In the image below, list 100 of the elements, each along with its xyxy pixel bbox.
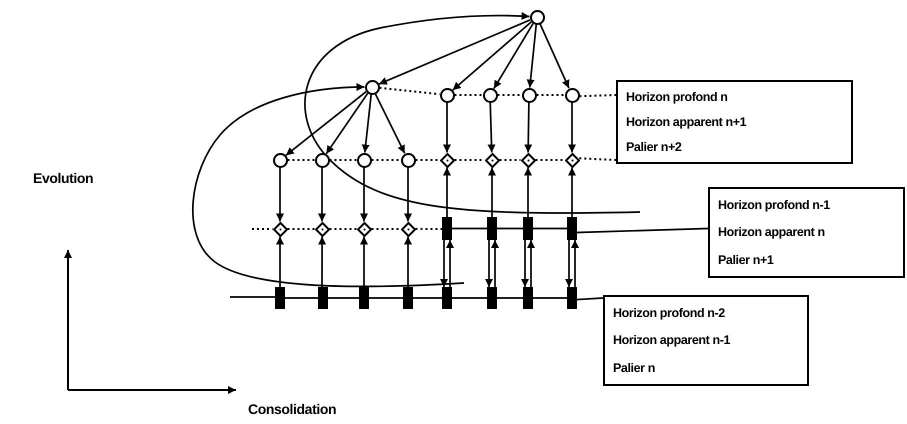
label-box [708, 187, 905, 278]
diamond-node [356, 222, 372, 236]
arrow [362, 94, 372, 153]
connector-line [576, 297, 604, 300]
arrow [568, 168, 576, 217]
bar-marker [442, 287, 452, 309]
arrow [318, 236, 326, 287]
bar-marker [442, 217, 452, 240]
arrow [304, 12, 640, 214]
diamond-node [314, 222, 330, 236]
bar-marker [487, 217, 497, 240]
bar-marker [403, 287, 413, 309]
arrow [443, 102, 451, 152]
connector-line [372, 228, 400, 230]
connector-line [497, 297, 523, 299]
arrow [527, 240, 535, 287]
label-text: Palier n [613, 361, 655, 376]
connector-line [452, 297, 487, 299]
connector-line [576, 228, 708, 234]
bar-marker [359, 287, 369, 309]
circle-node [356, 152, 372, 168]
circle-node [564, 88, 580, 102]
arrow [491, 240, 499, 287]
diamond-node [440, 152, 454, 168]
connector-line [285, 297, 318, 299]
label-text: Horizon profond n [626, 90, 728, 104]
connector-line [579, 94, 616, 98]
bar-marker [523, 217, 533, 240]
diamond-node [272, 222, 288, 236]
arrow [374, 93, 406, 154]
circle-node [482, 88, 498, 102]
label-text: Palier n+2 [626, 140, 682, 154]
label-box [603, 295, 809, 386]
arrow [524, 168, 532, 217]
connector-line [579, 157, 616, 161]
connector-line [416, 228, 442, 230]
arrow [360, 236, 368, 287]
connector-line [497, 228, 523, 230]
circle-node [272, 152, 288, 168]
connector-line [454, 94, 482, 96]
arrow [443, 168, 451, 217]
connector-line [536, 159, 564, 161]
arrow [526, 24, 538, 88]
circle-node [522, 88, 536, 102]
arrow [404, 236, 412, 287]
arrow [568, 102, 576, 152]
arrow [276, 168, 284, 222]
arrow [378, 19, 530, 85]
connector-line [328, 297, 359, 299]
circle-node [530, 10, 544, 24]
label-text: Horizon apparent n+1 [626, 114, 746, 129]
circle-node [314, 152, 330, 168]
arrow [192, 83, 464, 288]
circle-node [400, 152, 416, 168]
axis-label: Evolution [33, 170, 94, 186]
arrow [571, 240, 579, 287]
arrow [404, 168, 412, 222]
connector-line [230, 296, 275, 298]
bar-marker [523, 287, 533, 309]
connector-line [330, 228, 356, 230]
connector-line [413, 297, 442, 299]
arrow [488, 102, 496, 153]
diamond-node [400, 222, 416, 236]
arrow [524, 102, 532, 153]
connector-line [288, 159, 314, 161]
connector-line [452, 228, 487, 230]
connector-line [498, 94, 522, 96]
connector-line [536, 94, 564, 96]
bar-marker [275, 287, 285, 309]
diamond-node [520, 152, 536, 168]
arrow [521, 240, 529, 287]
connector-line [454, 159, 484, 161]
connector-line [372, 159, 400, 161]
connector-line [330, 159, 356, 161]
bar-marker [567, 217, 577, 240]
connector-line [533, 297, 567, 299]
arrow [318, 168, 326, 222]
circle-node [440, 88, 454, 102]
connector-line [252, 228, 272, 230]
axis-label: Consolidation [248, 401, 336, 417]
label-text: Horizon apparent n-1 [613, 333, 730, 348]
label-text: Horizon profond n-2 [613, 306, 725, 320]
label-text: Horizon profond n-1 [718, 198, 830, 212]
arrow [276, 236, 284, 287]
label-box [616, 80, 853, 164]
arrow [440, 240, 448, 287]
connector-line [288, 228, 314, 230]
arrow [285, 91, 367, 156]
arrow [326, 92, 368, 154]
arrow [488, 168, 496, 217]
bar-marker [567, 287, 577, 309]
arrow [452, 21, 532, 91]
arrow [446, 240, 454, 287]
bar-marker [487, 287, 497, 309]
connector-line [369, 297, 403, 299]
label-text: Palier n+1 [718, 253, 774, 268]
label-text: Horizon apparent n [718, 225, 825, 240]
bar-marker [318, 287, 328, 309]
connector-line [500, 159, 520, 161]
diamond-node [484, 152, 500, 168]
